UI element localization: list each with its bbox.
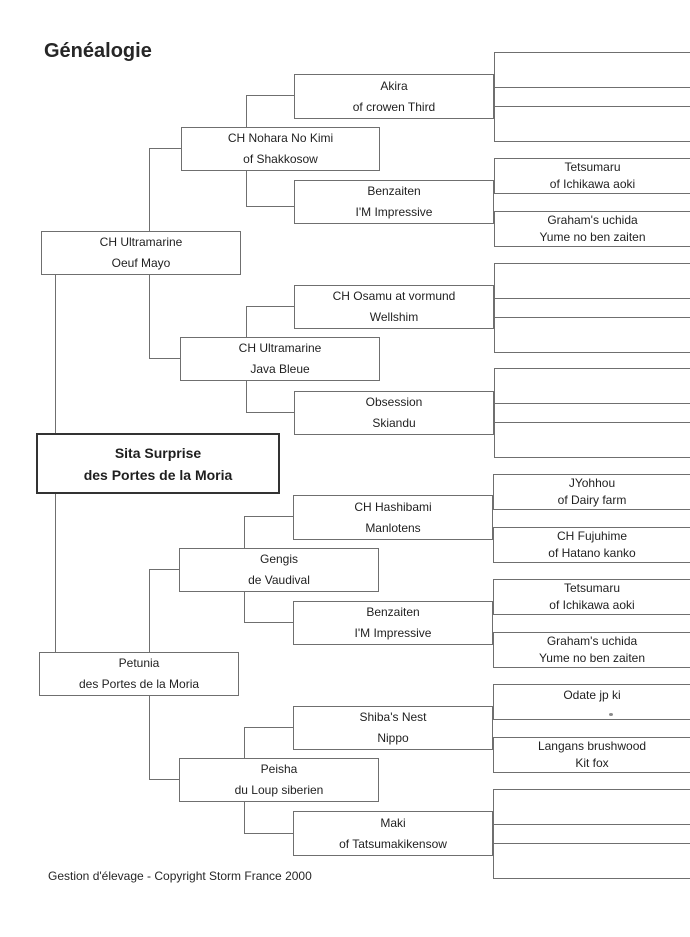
grandparent-kennel: de Vaudival <box>248 573 310 587</box>
great-grandparent-box: CH Hashibami Manlotens <box>293 495 493 540</box>
grandparent-kennel: Java Bleue <box>250 362 310 376</box>
gen4-kennel: Kit fox <box>575 756 609 770</box>
great-grandparent-box: Akira of crowen Third <box>294 74 494 119</box>
grandparent-name: CH Ultramarine <box>238 341 322 355</box>
great-grandparent-box: CH Osamu at vormund Wellshim <box>294 285 494 329</box>
gen4-ancestor-box: Tetsumaru of Ichikawa aoki <box>494 158 690 194</box>
great-grandparent-kennel: Manlotens <box>365 520 421 535</box>
great-grandparent-kennel: Skiandu <box>372 416 416 430</box>
gen4-slot-empty <box>494 87 690 107</box>
dam-box: Petunia des Portes de la Moria <box>39 652 239 696</box>
dam-kennel: des Portes de la Moria <box>78 677 200 691</box>
gen4-ancestor-box: Tetsumaru of Ichikawa aoki <box>493 579 690 615</box>
great-grandparent-kennel: Wellshim <box>369 310 419 324</box>
grandsire-dam-box: Gengis de Vaudival <box>179 548 379 592</box>
gen4-name: Tetsumaru <box>564 160 621 174</box>
sire-box: CH Ultramarine Oeuf Mayo <box>41 231 241 275</box>
great-grandparent-name: CH Hashibami <box>354 499 432 514</box>
gen4-name: Odate jp ki <box>563 688 621 702</box>
gen4-ancestor-box: CH Fujuhime of Hatano kanko <box>493 527 690 563</box>
gen4-kennel: Yume no ben zaiten <box>539 230 646 244</box>
great-grandparent-box: Obsession Skiandu <box>294 391 494 435</box>
gen4-slot-empty <box>494 106 690 142</box>
gen4-slot-empty <box>494 298 690 318</box>
grandparent-kennel: of Shakkosow <box>243 152 318 166</box>
sire-kennel: Oeuf Mayo <box>111 256 171 270</box>
gen4-slot-empty <box>493 843 690 879</box>
gen4-kennel: of Ichikawa aoki <box>549 177 636 191</box>
great-grandparent-name: CH Osamu at vormund <box>332 289 456 303</box>
great-grandparent-name: Akira <box>380 78 408 93</box>
grandparent-name: Peisha <box>260 762 298 776</box>
sire-name: CH Ultramarine <box>99 235 183 249</box>
great-grandparent-name: Benzaiten <box>366 605 420 619</box>
subject-kennel: des Portes de la Moria <box>83 466 233 483</box>
gen4-kennel: of Dairy farm <box>557 493 627 507</box>
gen4-name: Graham's uchida <box>547 213 638 227</box>
great-grandparent-name: Obsession <box>365 395 423 409</box>
scan-speck <box>609 713 613 716</box>
great-grandparent-name: Shiba's Nest <box>359 710 427 724</box>
subject-box: Sita Surprise des Portes de la Moria <box>36 433 280 494</box>
grandparent-name: CH Nohara No Kimi <box>227 131 334 145</box>
gen4-slot-empty <box>494 403 690 423</box>
gen4-ancestor-box: Graham's uchida Yume no ben zaiten <box>493 632 690 668</box>
copyright-footer: Gestion d'élevage - Copyright Storm Fran… <box>48 869 312 883</box>
great-grandparent-box: Benzaiten I'M Impressive <box>294 180 494 224</box>
gen4-slot-empty <box>493 824 690 844</box>
great-grandparent-box: Benzaiten I'M Impressive <box>293 601 493 645</box>
grandparent-kennel: du Loup siberien <box>234 783 324 797</box>
great-grandparent-kennel: I'M Impressive <box>355 205 433 219</box>
gen4-slot-empty <box>494 52 690 88</box>
great-grandparent-kennel: of crowen Third <box>352 99 436 114</box>
gen4-name: JYohhou <box>568 476 616 490</box>
gen4-name: Langans brushwood <box>537 739 647 753</box>
great-grandparent-box: Maki of Tatsumakikensow <box>293 811 493 856</box>
gen4-slot-empty <box>493 789 690 825</box>
gen4-kennel: of Ichikawa aoki <box>549 598 635 612</box>
grandsire-sire-box: CH Nohara No Kimi of Shakkosow <box>181 127 380 171</box>
gen4-name: Graham's uchida <box>546 634 638 648</box>
granddam-sire-box: CH Ultramarine Java Bleue <box>180 337 380 381</box>
gen4-kennel: of Hatano kanko <box>548 546 636 560</box>
gen4-ancestor-box: JYohhou of Dairy farm <box>493 474 690 510</box>
gen4-slot-empty <box>494 317 690 353</box>
great-grandparent-name: Maki <box>380 815 406 830</box>
great-grandparent-kennel: Nippo <box>377 731 409 745</box>
great-grandparent-name: Benzaiten <box>367 184 421 198</box>
great-grandparent-kennel: I'M Impressive <box>354 626 432 640</box>
great-grandparent-box: Shiba's Nest Nippo <box>293 706 493 750</box>
gen4-slot-empty <box>494 422 690 458</box>
gen4-ancestor-box: Langans brushwood Kit fox <box>493 737 690 773</box>
page-title: Généalogie <box>44 40 152 62</box>
gen4-slot-empty <box>494 368 690 404</box>
gen4-name: Tetsumaru <box>563 581 621 595</box>
subject-name: Sita Surprise <box>114 444 202 461</box>
gen4-kennel: Yume no ben zaiten <box>538 651 646 665</box>
granddam-dam-box: Peisha du Loup siberien <box>179 758 379 802</box>
gen4-ancestor-box: Graham's uchida Yume no ben zaiten <box>494 211 690 247</box>
gen4-name: CH Fujuhime <box>556 529 628 543</box>
gen4-ancestor-box: Odate jp ki <box>493 684 690 720</box>
grandparent-name: Gengis <box>259 552 299 566</box>
gen4-slot-empty <box>494 263 690 299</box>
great-grandparent-kennel: of Tatsumakikensow <box>339 836 447 851</box>
dam-name: Petunia <box>118 656 160 670</box>
